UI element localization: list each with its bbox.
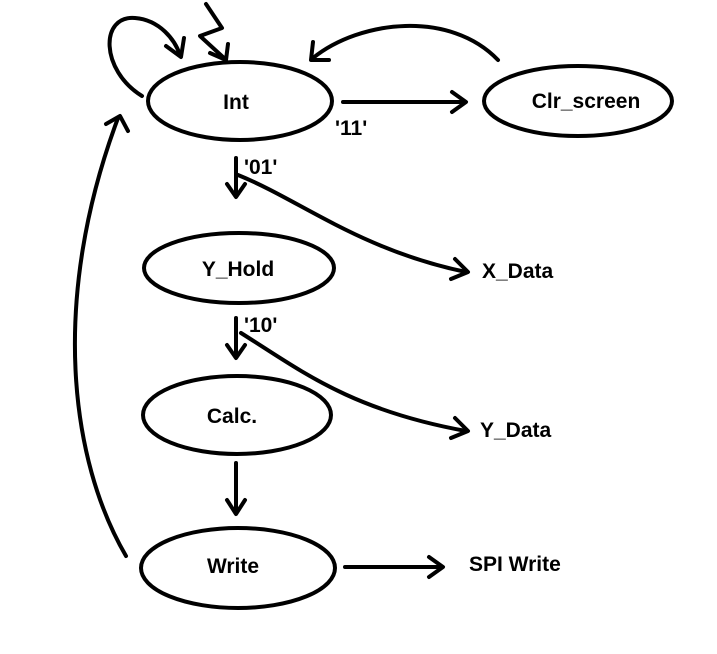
calc-to-write-arrow xyxy=(225,461,247,516)
state-clr-screen: Clr_screen xyxy=(482,64,674,138)
to-x-data-arrow xyxy=(236,173,470,281)
state-y-hold-label: Y_Hold xyxy=(202,258,274,281)
output-x-data: X_Data xyxy=(482,260,554,283)
transition-label-01: '01' xyxy=(244,156,277,179)
to-y-data-arrow xyxy=(239,331,470,440)
self-loop-arrow xyxy=(107,15,186,98)
state-int: Int xyxy=(146,60,334,142)
write-to-spi-arrow xyxy=(343,555,445,579)
state-calc: Calc. xyxy=(141,374,333,456)
int-to-clr-arrow xyxy=(341,90,468,114)
output-y-data: Y_Data xyxy=(480,419,552,442)
yhold-to-calc-arrow xyxy=(225,316,247,360)
clr-to-int-arrow xyxy=(309,23,500,62)
int-to-yhold-arrow xyxy=(225,156,247,199)
state-y-hold: Y_Hold xyxy=(142,231,336,305)
write-to-int-arrow xyxy=(72,114,130,558)
transition-label-10: '10' xyxy=(244,314,277,337)
transition-label-11: '11' xyxy=(335,117,367,140)
state-clr-screen-label: Clr_screen xyxy=(532,90,641,113)
state-write-label: Write xyxy=(207,555,259,578)
state-int-label: Int xyxy=(223,91,249,114)
state-calc-label: Calc. xyxy=(207,405,257,428)
state-write: Write xyxy=(139,526,337,610)
output-spi-write: SPI Write xyxy=(469,553,561,576)
reset-lightning-arrow xyxy=(198,2,230,62)
